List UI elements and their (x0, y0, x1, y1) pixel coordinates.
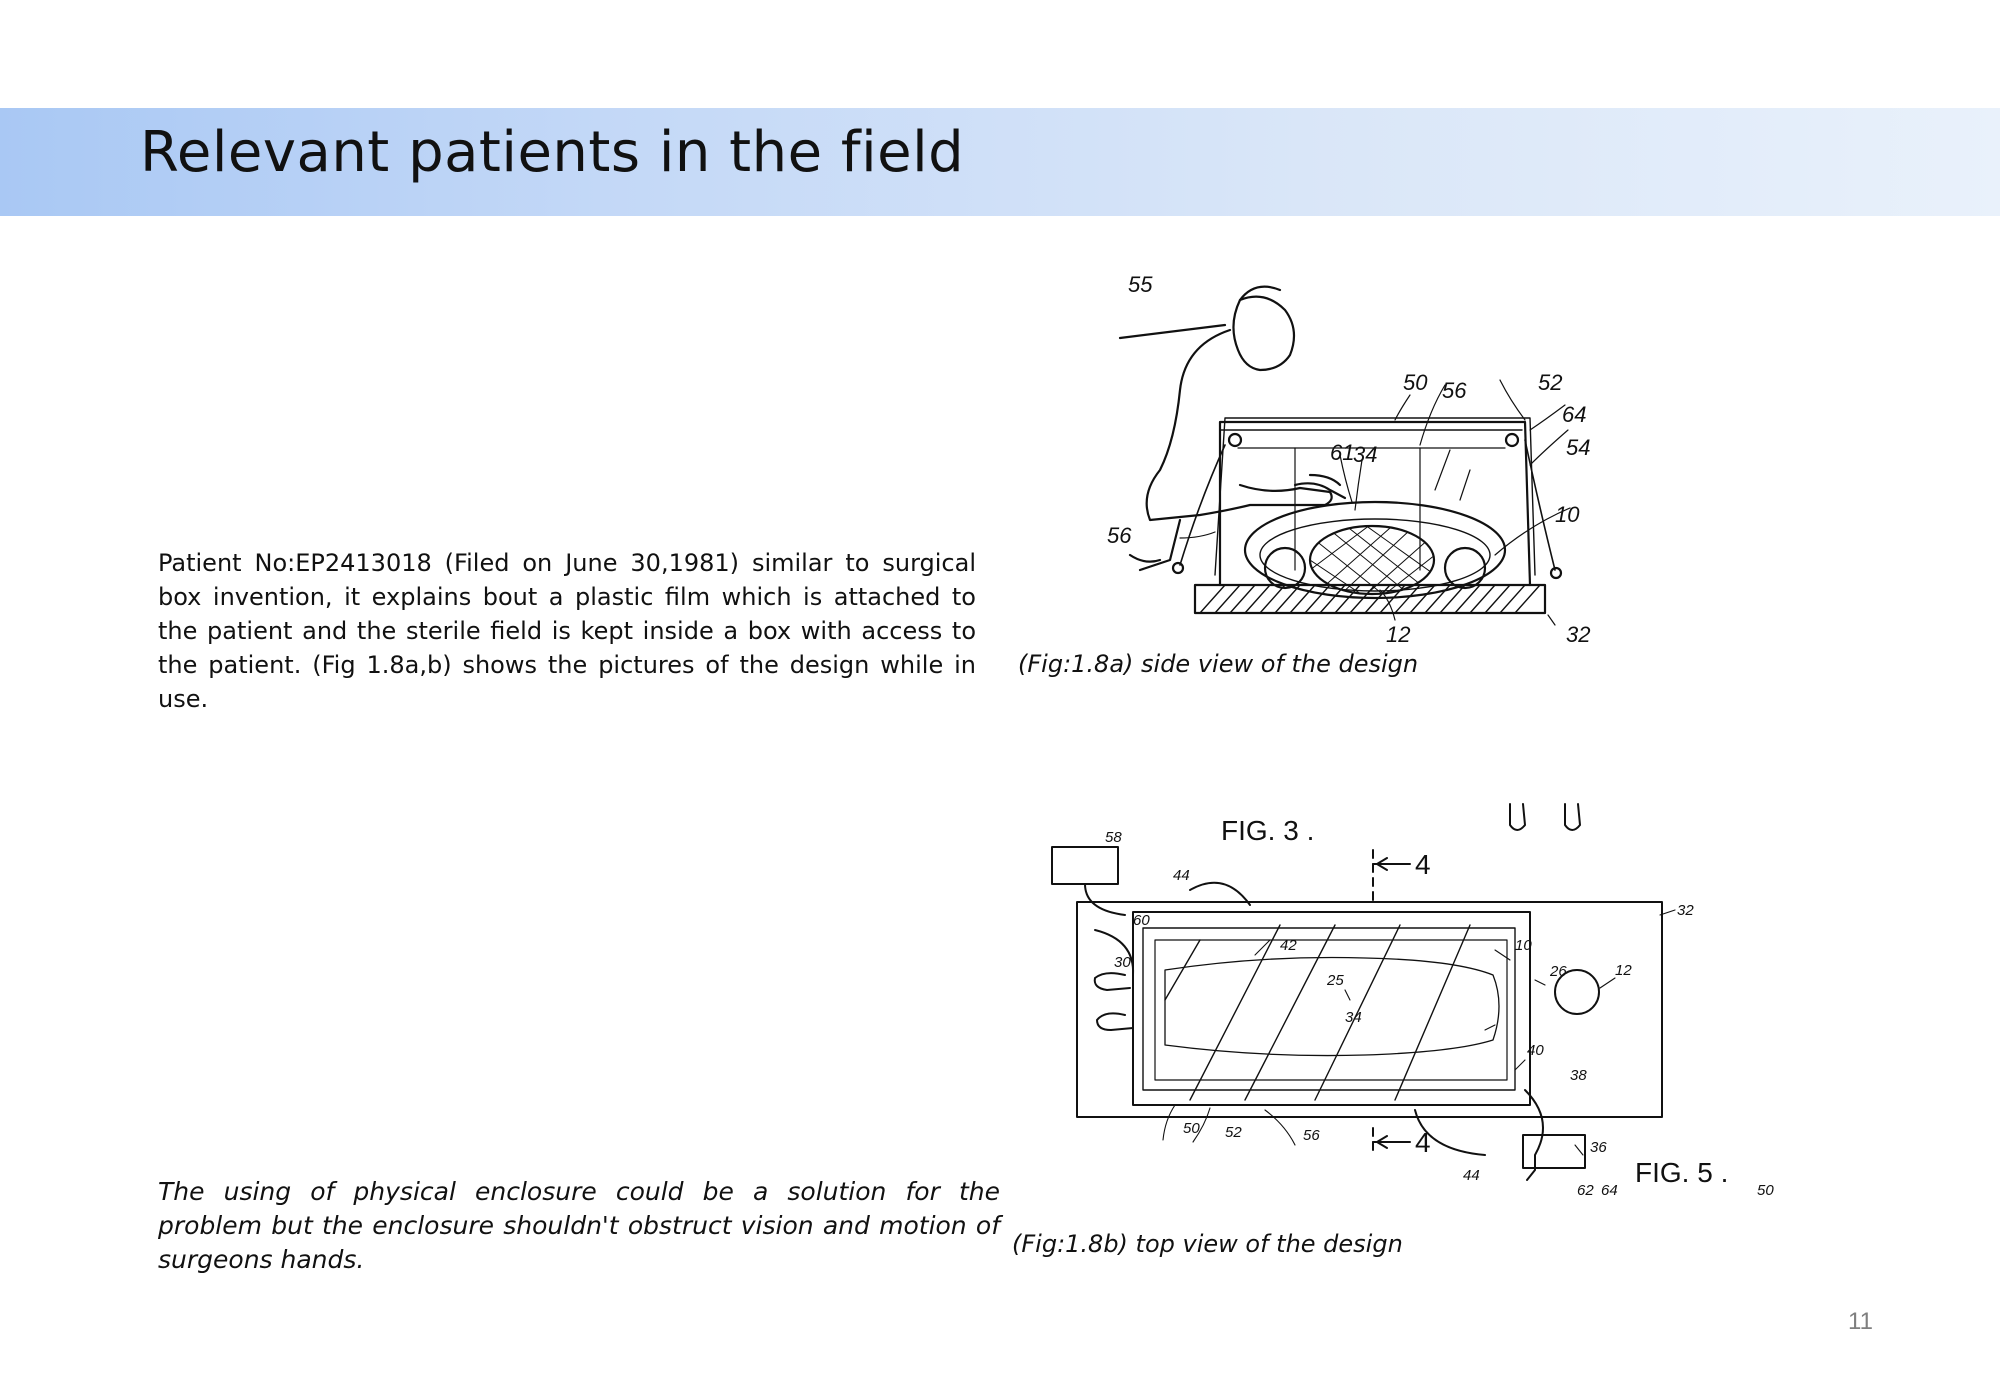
fig-b-label: 12 (1615, 962, 1632, 979)
fig-b-label: 44 (1173, 867, 1190, 884)
fig-b-label: 60 (1133, 912, 1150, 929)
figure-b-caption: (Fig:1.8b) top view of the design (1012, 1230, 1403, 1258)
patient-head (1554, 969, 1600, 1015)
fig-b-label: 26 (1549, 963, 1567, 980)
fig-b-label: 64 (1601, 1182, 1618, 1199)
fig-b-label: 50 (1183, 1120, 1200, 1137)
figure-a-caption: (Fig:1.8a) side view of the design (1018, 650, 1419, 678)
fig-b-label: 62 (1577, 1182, 1594, 1199)
fig-b-label: 38 (1570, 1067, 1587, 1084)
surgeon-torso (1145, 328, 1333, 522)
surgeon-head (1232, 295, 1296, 372)
surgeon-arm-line (1118, 323, 1227, 340)
patient-body (1164, 956, 1500, 1057)
page-number: 11 (1848, 1308, 1873, 1335)
figure-side-view: 55 50 56 52 64 54 61 34 10 56 12 32 (1107, 272, 1590, 647)
fig-b-label: 42 (1280, 937, 1297, 954)
fig-b-label: 30 (1114, 954, 1131, 971)
fig-a-label: 56 (1442, 378, 1467, 403)
section-mark-bottom: 4 (1415, 1127, 1431, 1158)
fig-b-label: 44 (1463, 1167, 1480, 1184)
box-36 (1522, 1134, 1586, 1169)
fig-b-label: 58 (1105, 829, 1122, 846)
fig-a-label: 52 (1538, 370, 1562, 395)
fig-b-label: 10 (1515, 937, 1532, 954)
fig-5-label: FIG. 5 . (1635, 1157, 1728, 1188)
fig-a-label: 64 (1562, 402, 1586, 427)
fig-a-label: 55 (1128, 272, 1153, 297)
figure-top-view: 58 44 60 30 42 25 34 10 26 12 32 40 38 3… (1051, 803, 1774, 1199)
fig-a-label: 12 (1386, 622, 1410, 647)
fig-b-label: 56 (1303, 1127, 1320, 1144)
fig-b-label: 25 (1326, 972, 1344, 989)
fig-b-label: 52 (1225, 1124, 1242, 1141)
patient-drape (1243, 500, 1507, 600)
fig-a-label: 54 (1566, 435, 1590, 460)
title-band (0, 108, 2000, 216)
fig-a-label: 34 (1353, 442, 1377, 467)
body-paragraph-text: Patient No:EP2413018 (Filed on June 30,1… (158, 549, 976, 713)
fig-3-label: FIG. 3 . (1221, 815, 1314, 846)
fig-b-label: 32 (1677, 902, 1694, 919)
section-mark-top: 4 (1415, 849, 1431, 880)
table-outline (1076, 901, 1663, 1118)
box-58 (1051, 846, 1119, 885)
fig-a-label: 50 (1403, 370, 1428, 395)
fig-a-label: 10 (1555, 502, 1580, 527)
enclosure-frame (1132, 911, 1531, 1106)
fig-b-label: 40 (1527, 1042, 1544, 1059)
body-paragraph: Patient No:EP2413018 (Filed on June 30,1… (158, 546, 976, 716)
page-title: Relevant patients in the field (140, 120, 965, 185)
fig-a-label: 61 (1330, 440, 1354, 465)
fig-a-label: 32 (1566, 622, 1590, 647)
fig-b-label: 50 (1757, 1182, 1774, 1199)
base-slab (1193, 583, 1547, 615)
conclusion-note: The using of physical enclosure could be… (158, 1177, 1000, 1274)
fig-b-label: 36 (1590, 1139, 1607, 1156)
fig-b-label: 34 (1345, 1009, 1362, 1026)
fig-a-label: 56 (1107, 523, 1132, 548)
